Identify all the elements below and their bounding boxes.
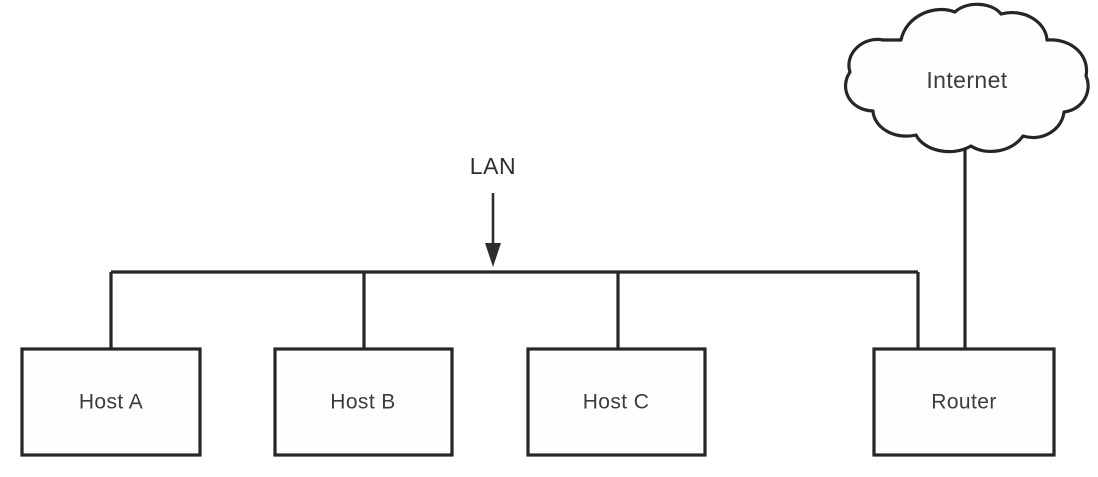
node-host-c: Host C bbox=[526, 347, 707, 457]
cloud-icon bbox=[844, 2, 1090, 154]
router-label: Router bbox=[931, 391, 996, 414]
node-host-a: Host A bbox=[20, 347, 202, 457]
host-a-box bbox=[20, 347, 202, 457]
host-c-label: Host C bbox=[583, 391, 650, 414]
lan-annotation: LAN bbox=[470, 153, 517, 267]
router-box bbox=[872, 347, 1056, 457]
host-b-box bbox=[273, 347, 454, 457]
internet-cloud-node: Internet bbox=[844, 2, 1090, 154]
host-c-box bbox=[526, 347, 707, 457]
node-host-b: Host B bbox=[273, 347, 454, 457]
node-router: Router bbox=[872, 347, 1056, 457]
host-b-label: Host B bbox=[330, 391, 395, 414]
cloud-label: Internet bbox=[926, 67, 1007, 93]
host-a-label: Host A bbox=[79, 391, 143, 414]
lan-annotation-label: LAN bbox=[470, 153, 517, 179]
arrow-down-icon bbox=[485, 243, 501, 267]
